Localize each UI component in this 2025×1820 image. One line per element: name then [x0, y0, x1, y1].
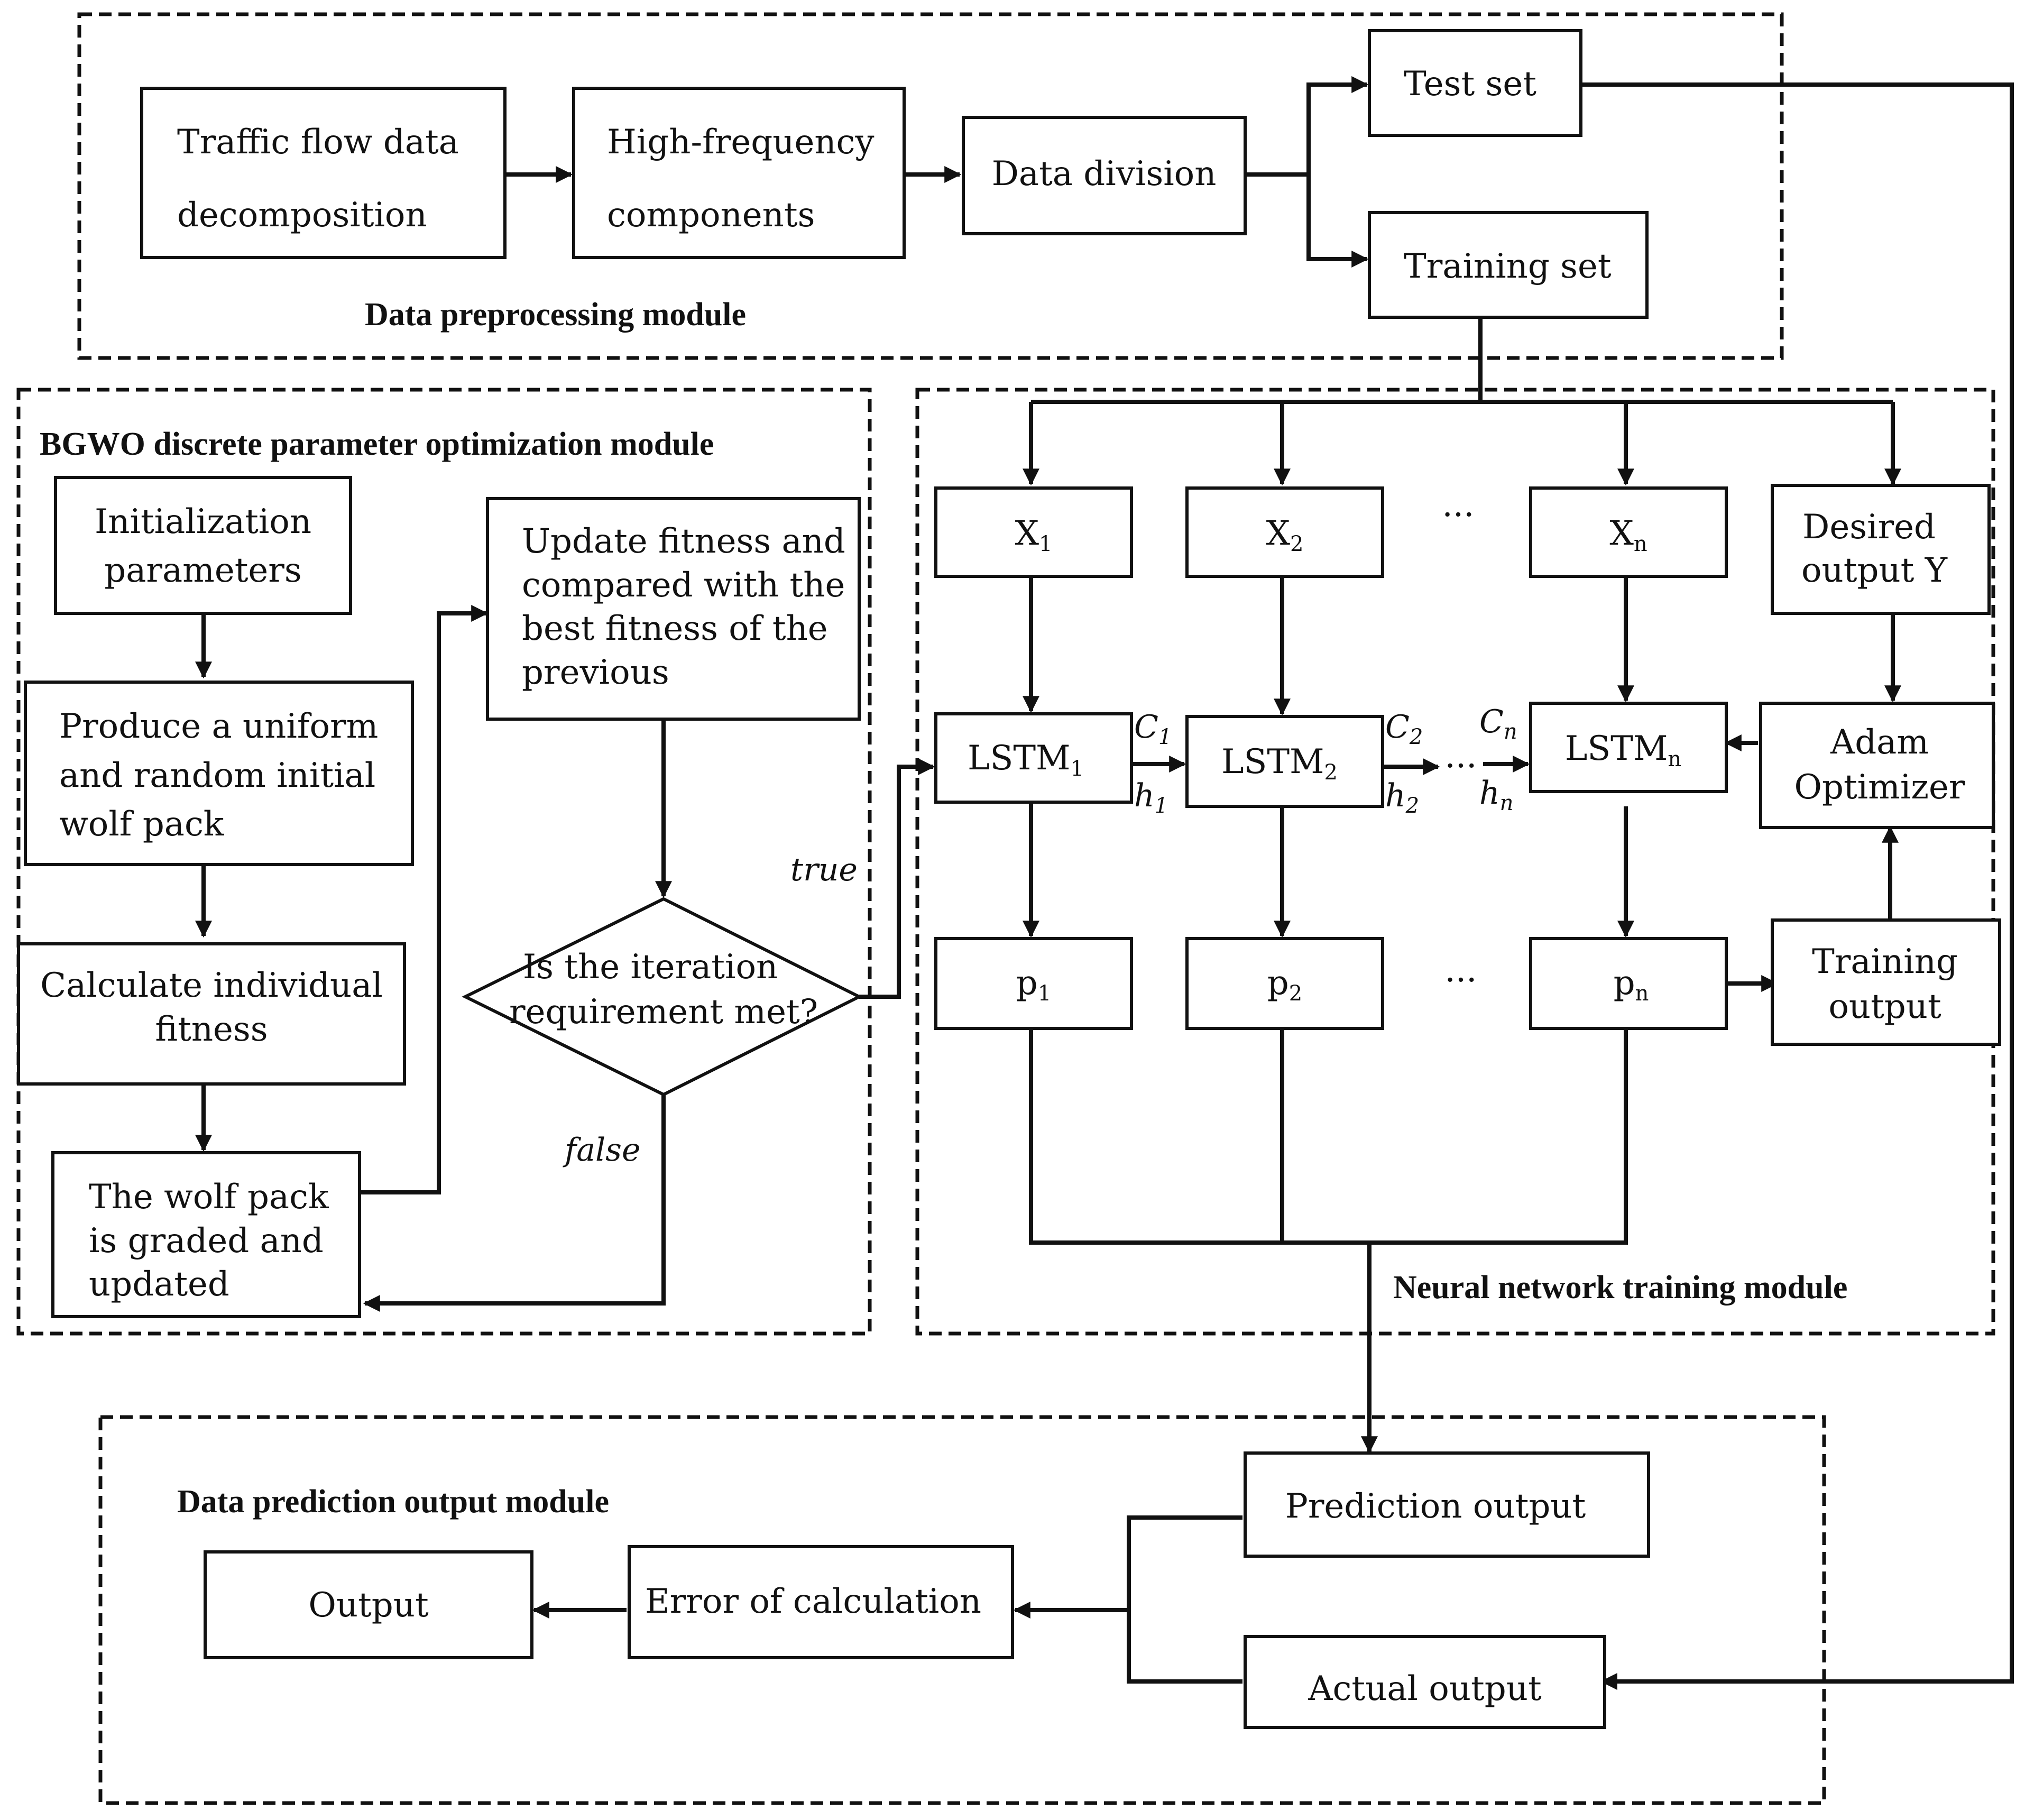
svg-text:Optimizer: Optimizer — [1794, 768, 1965, 807]
svg-text:Calculate individual: Calculate individual — [40, 966, 383, 1005]
svg-text:LSTMn: LSTMn — [1565, 729, 1681, 771]
svg-text:Initialization: Initialization — [95, 502, 311, 541]
svg-text:Update fitness and: Update fitness and — [522, 522, 845, 561]
lstm-ellipsis: ··· — [1444, 747, 1477, 786]
svg-text:LSTM1: LSTM1 — [968, 739, 1084, 781]
x2-box: X2 — [1185, 486, 1384, 578]
svg-text:Data division: Data division — [992, 154, 1217, 194]
svg-text:X2: X2 — [1266, 514, 1303, 556]
svg-text:p2: p2 — [1267, 963, 1302, 1006]
training-output-box: Training output — [1771, 918, 2001, 1046]
svg-text:pn: pn — [1614, 963, 1649, 1006]
prediction-module-title: Data prediction output module — [177, 1484, 609, 1520]
svg-text:output Y: output Y — [1801, 551, 1948, 590]
training-module-border — [915, 388, 1995, 1336]
svg-text:components: components — [607, 196, 815, 235]
data-division-box: Data division — [962, 116, 1247, 235]
p-ellipsis: ··· — [1444, 961, 1477, 1000]
adam-optimizer-box: Adam Optimizer — [1759, 702, 1995, 829]
iteration-decision-diamond: Is the iteration requirement met? — [462, 897, 863, 1097]
svg-text:The wolf pack: The wolf pack — [89, 1178, 329, 1217]
svg-text:Training set: Training set — [1404, 247, 1612, 286]
svg-text:best fitness of the: best fitness of the — [522, 609, 828, 648]
wolf-pack-graded-box: The wolf pack is graded and updated — [51, 1151, 361, 1318]
svg-text:decomposition: decomposition — [177, 196, 427, 235]
prediction-output-box: Prediction output — [1244, 1451, 1650, 1558]
svg-text:Prediction output: Prediction output — [1285, 1487, 1586, 1526]
c2-label: C2 — [1385, 709, 1423, 749]
x1-box: X1 — [934, 486, 1133, 578]
svg-text:Desired: Desired — [1802, 508, 1936, 547]
actual-output-box: Actual output — [1244, 1635, 1606, 1729]
svg-text:LSTM2: LSTM2 — [1221, 742, 1338, 785]
svg-text:fitness: fitness — [155, 1010, 268, 1049]
svg-text:Output: Output — [308, 1586, 429, 1625]
high-frequency-box: High-frequency components — [572, 87, 906, 259]
error-calculation-box: Error of calculation — [628, 1545, 1014, 1659]
svg-text:updated: updated — [89, 1265, 229, 1304]
svg-text:requirement met?: requirement met? — [509, 992, 818, 1032]
svg-text:wolf pack: wolf pack — [59, 805, 225, 844]
pn-box: pn — [1529, 937, 1728, 1030]
lstm1-box: LSTM1 — [934, 712, 1133, 804]
lstm2-box: LSTM2 — [1185, 715, 1384, 808]
svg-text:Actual output: Actual output — [1308, 1669, 1542, 1708]
svg-text:Adam: Adam — [1830, 723, 1929, 762]
svg-text:parameters: parameters — [104, 551, 301, 590]
cn-label: Cn — [1479, 703, 1517, 744]
p1-box: p1 — [934, 937, 1133, 1030]
svg-text:Traffic flow data: Traffic flow data — [177, 123, 459, 162]
svg-text:p1: p1 — [1016, 963, 1051, 1006]
training-module-title: Neural network training module — [1393, 1270, 1847, 1306]
preprocessing-module-title: Data preprocessing module — [365, 297, 746, 333]
svg-text:Test set: Test set — [1404, 65, 1536, 104]
svg-text:Error of calculation: Error of calculation — [645, 1582, 981, 1621]
svg-text:output: output — [1828, 987, 1941, 1026]
svg-text:previous: previous — [522, 653, 669, 692]
svg-text:is graded and: is graded and — [89, 1221, 324, 1261]
preprocessing-module-border — [77, 12, 1784, 360]
h2-label: h2 — [1385, 777, 1419, 818]
true-label: true — [790, 851, 858, 888]
test-set-box: Test set — [1368, 29, 1582, 137]
connector-lines — [195, 76, 2014, 1690]
hn-label: hn — [1479, 775, 1513, 815]
false-label: false — [563, 1132, 640, 1169]
svg-text:X1: X1 — [1015, 514, 1052, 556]
c1-label: C1 — [1134, 709, 1172, 749]
svg-text:Produce a uniform: Produce a uniform — [59, 707, 378, 746]
initialization-box: Initialization parameters — [54, 476, 352, 615]
svg-text:Is the iteration: Is the iteration — [523, 948, 778, 987]
output-box: Output — [204, 1550, 533, 1659]
svg-text:Xn: Xn — [1609, 514, 1647, 556]
h1-label: h1 — [1134, 777, 1168, 818]
lstmn-box: LSTMn — [1529, 702, 1728, 793]
x-ellipsis: ··· — [1442, 495, 1474, 535]
svg-text:compared with the: compared with the — [522, 566, 845, 605]
bgwo-module-border — [16, 388, 872, 1336]
prediction-module-border — [98, 1415, 1826, 1805]
bgwo-module-title: BGWO discrete parameter optimization mod… — [40, 426, 714, 462]
decomposition-box: Traffic flow data decomposition — [140, 87, 507, 259]
svg-text:Training: Training — [1812, 942, 1958, 981]
produce-wolf-pack-box: Produce a uniform and random initial wol… — [24, 681, 414, 866]
p2-box: p2 — [1185, 937, 1384, 1030]
svg-text:High-frequency: High-frequency — [607, 123, 875, 162]
desired-output-box: Desired output Y — [1771, 484, 1991, 615]
svg-text:and random initial: and random initial — [59, 756, 375, 795]
training-set-box: Training set — [1368, 211, 1649, 319]
xn-box: Xn — [1529, 486, 1728, 578]
calculate-fitness-box: Calculate individual fitness — [17, 942, 406, 1086]
update-fitness-box: Update fitness and compared with the bes… — [486, 497, 861, 721]
